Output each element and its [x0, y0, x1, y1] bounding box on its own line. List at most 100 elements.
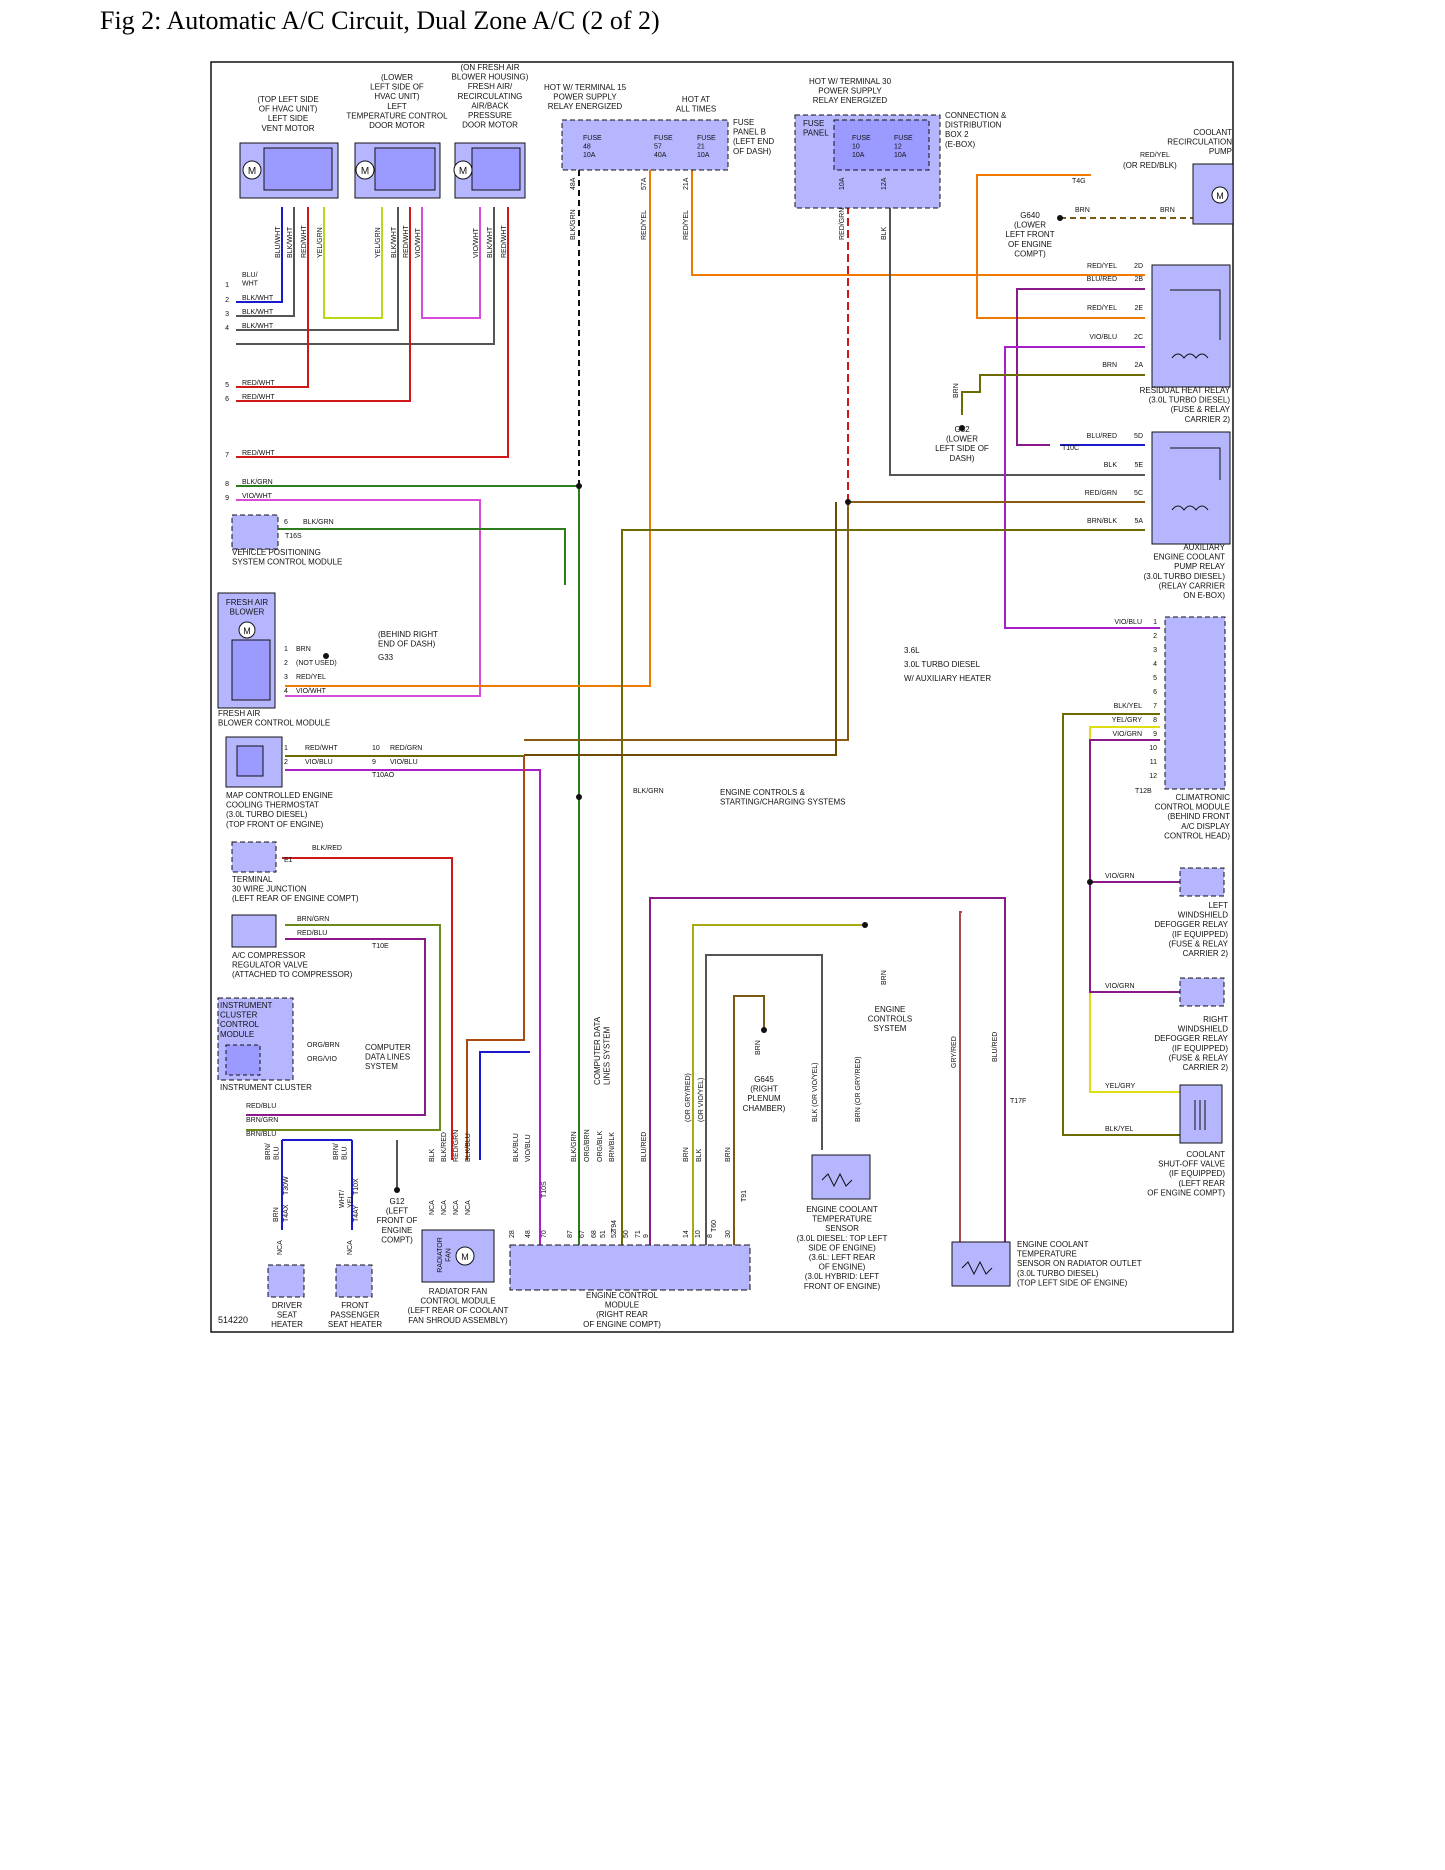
label-bus-wire: BLK/WHT	[242, 295, 274, 302]
label-blower-pin: 4	[284, 688, 288, 695]
label-fresh-wire: BLK/WHT	[487, 226, 494, 258]
label-relay-wire: BLU/RED	[1087, 433, 1117, 440]
label-bus-pin: 4	[225, 325, 229, 332]
ect-radiator-sensor	[951, 1241, 1011, 1287]
coolant-shutoff-valve	[1179, 1084, 1223, 1144]
ebox	[794, 114, 941, 209]
label-bottom-wire-alt: (OR VIO/YEL)	[698, 1078, 705, 1122]
vpscm-box	[231, 514, 279, 550]
left-temp-door-motor: M	[354, 142, 441, 199]
label-relay-pin: 2B	[1134, 276, 1143, 283]
wire-red-wht-3	[236, 207, 509, 458]
label-vent-wire: RED/WHT	[301, 225, 308, 258]
label-connector: T17F	[1010, 1098, 1026, 1105]
label-ecm-pin: 10	[695, 1230, 702, 1238]
wire-blk-wht-1	[236, 207, 295, 317]
label-bus-pin: 3	[225, 311, 229, 318]
label-ic-brnblu: BRN/BLU	[246, 1131, 276, 1138]
label-bottom-wire-alt: BLK (OR VIO/YEL)	[812, 1062, 819, 1122]
label-fan-pin: NCA	[453, 1200, 460, 1215]
label-relay-wire: RED/YEL	[1087, 263, 1117, 270]
legend-3: W/ AUXILIARY HEATER	[904, 674, 991, 683]
label-clim-pin: 1	[1153, 619, 1157, 626]
label-fan-pin: NCA	[441, 1200, 448, 1215]
wire-brn-blk-2	[524, 502, 837, 756]
map-thermostat	[225, 736, 283, 788]
label-relay-wire: BRN/BLK	[1087, 518, 1117, 525]
wire-yel-grn	[323, 207, 383, 319]
wire-fuse21-red-yel	[691, 170, 1145, 276]
label-fuse-pin: 10A	[839, 177, 846, 190]
label-connector: T91	[741, 1190, 748, 1202]
svg-text:M: M	[461, 1252, 469, 1262]
label-relay-pin: 5A	[1134, 518, 1143, 525]
label-ic-redblu: RED/BLU	[246, 1103, 276, 1110]
label-clim-pin: 6	[1153, 689, 1157, 696]
driver-seat-heater-box	[267, 1264, 305, 1298]
wire-fan-blk-blu	[479, 1051, 530, 1160]
label-instrument-cluster: INSTRUMENT CLUSTER	[220, 1083, 312, 1092]
left-vent-motor: M	[239, 142, 339, 199]
label-relay-wire: BLK	[1104, 462, 1118, 469]
label-connector: T30W	[283, 1176, 290, 1195]
wire-ac-brn-grn	[246, 924, 441, 1131]
label-fan-wire: BLK/RED	[441, 1132, 448, 1162]
label-clim-wire: YEL/GRY	[1112, 717, 1143, 724]
label-clim-pin: 12	[1149, 773, 1157, 780]
wire-blu-wht	[236, 207, 283, 303]
label-residual-relay: RESIDUAL HEAT RELAY(3.0L TURBO DIESEL)(F…	[1140, 386, 1231, 424]
left-defogger-box	[1179, 867, 1225, 897]
label-gry-red: GRY/RED	[951, 1036, 958, 1068]
label-blower-wire: RED/YEL	[296, 674, 326, 681]
label-bus-wire: BLK/GRN	[242, 479, 273, 486]
ground-symbols	[323, 215, 1093, 1193]
residual-heat-relay	[1151, 264, 1231, 388]
wire-blu-red-ecm	[649, 897, 1006, 1245]
wire-fuse12-blk	[889, 170, 1145, 476]
label-therm-to-pin: 9	[372, 759, 376, 766]
label-connector: T10E	[372, 943, 389, 950]
label-connector: T10C	[1062, 445, 1079, 452]
wires	[236, 170, 1224, 1245]
label-clim-wire: VIO/BLU	[1114, 619, 1142, 626]
label-ecm-pin: 14	[683, 1230, 690, 1238]
label-bus-wire: BLK/WHT	[242, 309, 274, 316]
label-therm-pin: 2	[284, 759, 288, 766]
wire-red-wht-2	[236, 207, 411, 402]
label-connector: T4AX	[283, 1204, 290, 1222]
label-bottom-wire: BRN/BLK	[609, 1132, 616, 1162]
label-blower-pin: 1	[284, 646, 288, 653]
label-g33: G33	[378, 653, 394, 662]
label-seat-wire: BRN/BLU	[265, 1143, 280, 1160]
diagram-frame	[210, 61, 1234, 1333]
label-ecm-pin: 52	[611, 1230, 618, 1238]
label-fuse-wire: RED/YEL	[683, 210, 690, 240]
label-ecm-pin: 67	[579, 1230, 586, 1238]
label-clim-pin: 9	[1153, 731, 1157, 738]
label-temp-wire: VIO/WHT	[415, 227, 422, 258]
label-g640-brn: BRN	[1075, 207, 1090, 214]
label-connector: E1	[284, 857, 293, 864]
label-seat-wire: BRN	[273, 1207, 280, 1222]
label-clim-pin: 10	[1149, 745, 1157, 752]
label-connector: T12B	[1135, 788, 1152, 795]
label-bus-pin: 9	[225, 495, 229, 502]
label-bottom-wire: BLU/RED	[641, 1132, 648, 1162]
